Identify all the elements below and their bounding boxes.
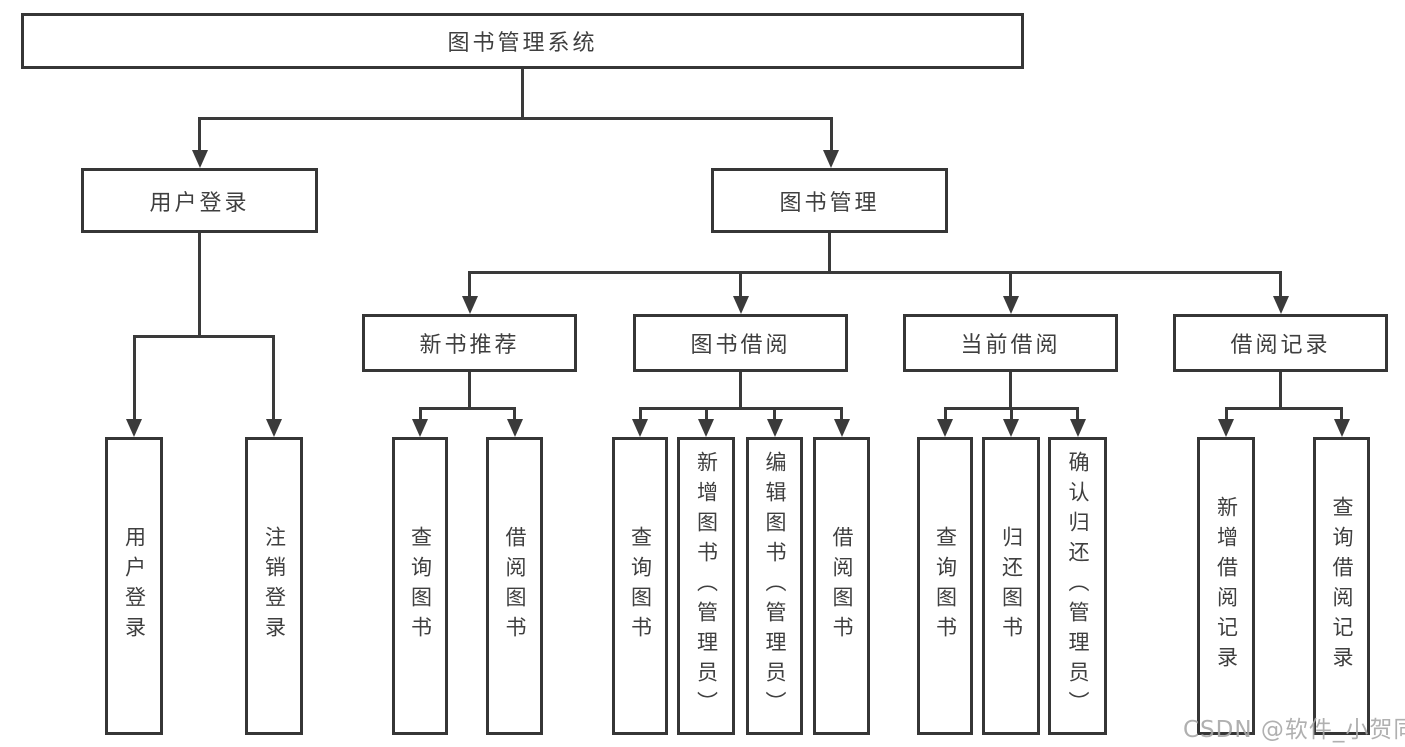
leaf-add-borrow-record: 新增借阅记录 <box>1197 437 1255 735</box>
node-library-management-system: 图书管理系统 <box>21 13 1024 69</box>
arrowhead-down-icon <box>506 419 523 437</box>
connector-arrow-shaft <box>468 272 471 298</box>
node-user-login: 用户登录 <box>81 168 318 233</box>
arrowhead-down-icon <box>1272 296 1289 314</box>
arrowhead-down-icon <box>766 419 783 437</box>
arrowhead-down-icon <box>461 296 478 314</box>
connector-hline <box>198 116 833 120</box>
arrowhead-down-icon <box>265 419 282 437</box>
leaf-borrowing-borrow-books: 借阅图书 <box>813 437 870 735</box>
leaf-return-books: 归还图书 <box>982 437 1040 735</box>
connector-arrow-shaft <box>1009 408 1013 421</box>
connector-vline <box>739 372 742 410</box>
leaf-recommend-borrow-books: 借阅图书 <box>486 437 543 735</box>
connector-arrow-shaft <box>638 408 642 421</box>
connector-arrow-shaft <box>829 118 833 152</box>
node-book-management: 图书管理 <box>711 168 948 233</box>
arrowhead-down-icon <box>698 419 714 437</box>
leaf-user-login: 用户登录 <box>105 437 163 735</box>
connector-vline <box>521 69 524 120</box>
csdn-watermark: CSDN @软件_小贺同学 <box>1183 717 1405 743</box>
arrowhead-down-icon <box>833 419 850 437</box>
connector-arrow-shaft <box>1076 408 1079 421</box>
connector-arrow-shaft <box>132 336 136 421</box>
leaf-recommend-query-books: 查询图书 <box>392 437 448 735</box>
node-new-book-recommendation: 新书推荐 <box>362 314 577 372</box>
connector-arrow-shaft <box>272 336 275 421</box>
connector-arrow-shaft <box>418 408 422 421</box>
arrowhead-down-icon <box>1003 419 1019 437</box>
arrowhead-down-icon <box>632 419 648 437</box>
connector-arrow-shaft <box>1279 272 1282 298</box>
arrowhead-down-icon <box>1218 419 1234 437</box>
connector-arrow-shaft <box>198 118 201 152</box>
connector-hline <box>638 406 843 410</box>
connector-vline <box>828 233 831 274</box>
arrowhead-down-icon <box>1069 419 1086 437</box>
node-book-borrowing: 图书借阅 <box>633 314 848 372</box>
arrowhead-down-icon <box>1333 419 1350 437</box>
connector-arrow-shaft <box>943 408 947 421</box>
leaf-borrowing-query-books: 查询图书 <box>612 437 668 735</box>
connector-arrow-shaft <box>739 272 742 298</box>
connector-hline <box>468 270 1282 274</box>
connector-arrow-shaft <box>704 408 708 421</box>
leaf-query-borrow-record: 查询借阅记录 <box>1313 437 1370 735</box>
connector-arrow-shaft <box>840 408 843 421</box>
connector-vline <box>1279 372 1282 410</box>
node-borrowing-records: 借阅记录 <box>1173 314 1388 372</box>
connector-hline <box>1224 406 1343 410</box>
leaf-current-query-books: 查询图书 <box>917 437 973 735</box>
connector-hline <box>132 334 275 338</box>
arrowhead-down-icon <box>191 150 208 168</box>
leaf-add-books-admin: 新增图书（管理员） <box>677 437 735 735</box>
leaf-edit-books-admin: 编辑图书（管理员） <box>746 437 803 735</box>
leaf-logout: 注销登录 <box>245 437 303 735</box>
arrowhead-down-icon <box>126 419 142 437</box>
connector-arrow-shaft <box>513 408 516 421</box>
arrowhead-down-icon <box>1002 296 1019 314</box>
leaf-confirm-return-admin: 确认归还（管理员） <box>1048 437 1107 735</box>
arrowhead-down-icon <box>937 419 953 437</box>
connector-arrow-shaft <box>1009 272 1012 298</box>
connector-vline <box>198 233 201 338</box>
node-current-borrowing: 当前借阅 <box>903 314 1118 372</box>
connector-hline <box>418 406 516 410</box>
arrowhead-down-icon <box>732 296 749 314</box>
arrowhead-down-icon <box>823 150 839 168</box>
connector-vline <box>1009 372 1012 410</box>
connector-arrow-shaft <box>773 408 776 421</box>
connector-arrow-shaft <box>1340 408 1343 421</box>
connector-arrow-shaft <box>1224 408 1228 421</box>
connector-vline <box>468 372 471 410</box>
arrowhead-down-icon <box>412 419 428 437</box>
